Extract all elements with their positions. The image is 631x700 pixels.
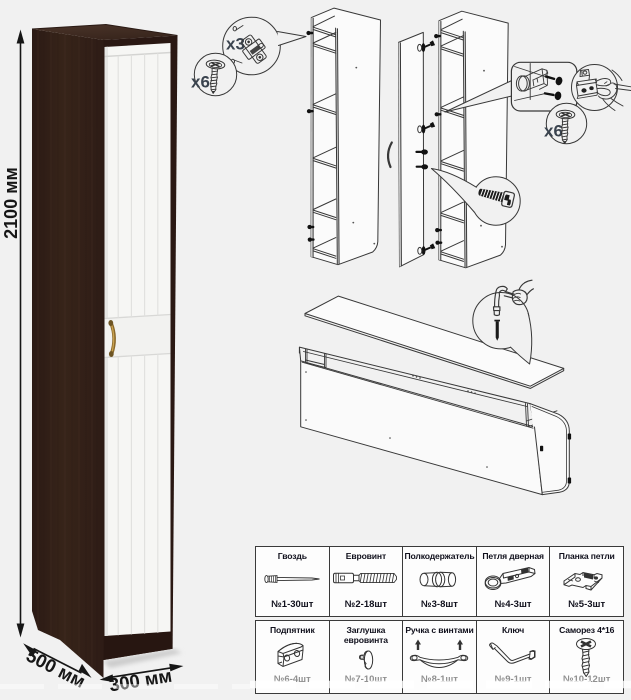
svg-text:x6: x6 <box>544 122 563 141</box>
svg-text:x6: x6 <box>191 73 210 92</box>
svg-text:x3: x3 <box>226 35 245 54</box>
svg-text:2100 мм: 2100 мм <box>1 167 21 239</box>
